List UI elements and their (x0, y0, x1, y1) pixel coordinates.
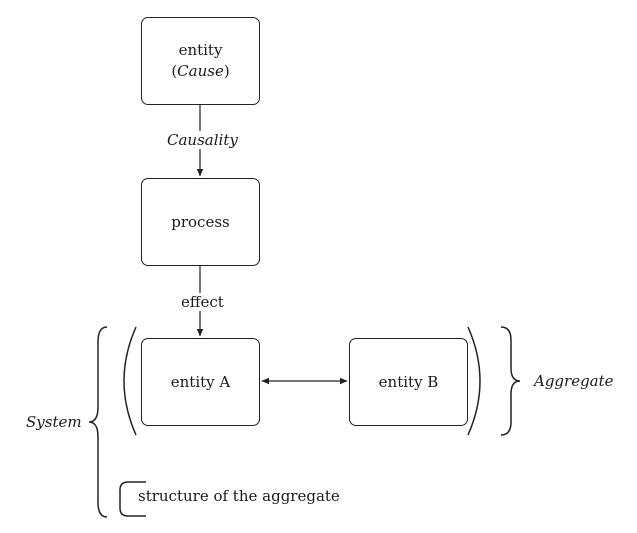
cause-role-label: (Cause) (171, 62, 230, 80)
causality-edge-label: Causality (165, 131, 240, 149)
system-label: System (24, 413, 84, 431)
process-label: process (171, 212, 230, 231)
entity-a-node: entity A (141, 338, 260, 426)
effect-edge-label: effect (179, 293, 226, 311)
cause-entity-node: entity (Cause) (141, 17, 260, 105)
entity-a-label: entity A (170, 372, 231, 391)
structure-bracket (119, 481, 146, 517)
cause-role-word: Cause (177, 62, 224, 80)
aggregate-label: Aggregate (532, 372, 616, 390)
structure-of-aggregate-label: structure of the aggregate (138, 487, 340, 505)
entity-b-node: entity B (349, 338, 468, 426)
cause-entity-label: entity (178, 41, 223, 59)
entity-b-label: entity B (378, 372, 439, 391)
system-brace (88, 326, 108, 518)
aggregate-left-parenthesis (123, 326, 137, 436)
aggregate-right-parenthesis (467, 326, 481, 436)
process-node: process (141, 178, 260, 266)
aggregate-brace (500, 326, 521, 436)
